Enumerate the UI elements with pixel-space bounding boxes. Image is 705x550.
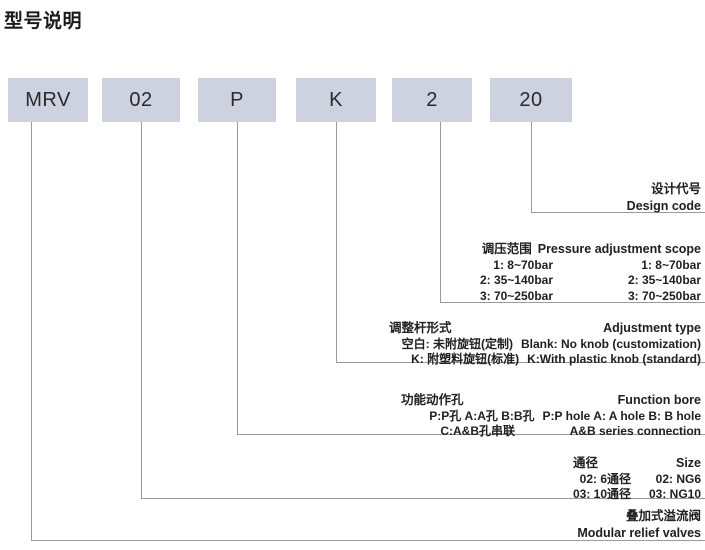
label-function-bore-en: Function bore [617,393,701,407]
code-box-knob[interactable]: K [296,78,376,122]
label-adjustment-type: 调整杆形式 Adjustment type 空白: 未附旋钮(定制) Blank… [389,320,701,368]
function-bore-en-1: A&B series connection [569,424,701,439]
size-cn-1: 03: 10通径 [572,487,631,502]
adjustment-type-en-0: Blank: No knob (customization) [521,336,701,351]
label-function-bore: 功能动作孔 Function bore P:P孔 A:A孔 B:B孔 P:P h… [401,392,701,440]
label-adjustment-type-row-0: 空白: 未附旋钮(定制) Blank: No knob (customizati… [389,337,701,353]
label-size: 通径 Size 02: 6通径 02: NG6 03: 10通径 03: NG1… [573,455,701,503]
label-design-code-cn: 设计代号 [650,182,701,196]
label-pressure-scope-head: 调压范围 Pressure adjustment scope [480,241,701,258]
code-box-pressure[interactable]: 2 [392,78,472,122]
page-title: 型号说明 [4,11,83,32]
function-bore-cn-1: C:A&B孔串联 [440,424,515,439]
label-pressure-scope: 调压范围 Pressure adjustment scope 1: 8~70bar… [480,241,701,305]
label-design-code-en: Design code [626,198,701,213]
size-en-1: 03: NG10 [648,487,701,502]
code-box-size[interactable]: 02 [102,78,180,122]
label-modular-relief: 叠加式溢流阀 Modular relief valves [577,508,701,541]
function-bore-en-0: P:P hole A: A hole B: B hole [542,408,701,423]
function-bore-cn-0: P:P孔 A:A孔 B:B孔 [429,408,535,423]
label-size-row-0: 02: 6通径 02: NG6 [573,472,701,488]
label-pressure-scope-cn: 调压范围 [481,242,532,256]
label-pressure-scope-row-1: 2: 35~140bar 2: 35~140bar [480,273,701,289]
code-box-design-code[interactable]: 20 [490,78,572,122]
pressure-scope-en-1: 2: 35~140bar [627,273,701,288]
pressure-scope-cn-2: 3: 70~250bar [479,289,553,304]
label-function-bore-head: 功能动作孔 Function bore [401,392,701,409]
adjustment-type-cn-0: 空白: 未附旋钮(定制) [401,336,513,351]
label-size-en: Size [675,456,701,470]
code-box-series[interactable]: MRV [8,78,88,122]
label-pressure-scope-en: Pressure adjustment scope [537,242,701,256]
label-adjustment-type-en: Adjustment type [603,321,701,335]
size-cn-0: 02: 6通径 [579,471,631,486]
label-size-cn: 通径 [573,456,599,470]
label-modular-relief-en: Modular relief valves [577,525,701,540]
code-box-function[interactable]: P [198,78,276,122]
pressure-scope-cn-0: 1: 8~70bar [493,257,553,272]
pressure-scope-en-0: 1: 8~70bar [641,257,701,272]
adjustment-type-cn-1: K: 附塑料旋钮(标准) [411,352,520,367]
label-size-head: 通径 Size [573,455,701,472]
label-adjustment-type-row-1: K: 附塑料旋钮(标准) K:With plastic knob (standa… [389,352,701,368]
label-size-row-1: 03: 10通径 03: NG10 [573,487,701,503]
label-function-bore-cn: 功能动作孔 [401,393,464,407]
label-adjustment-type-head: 调整杆形式 Adjustment type [389,320,701,337]
label-modular-relief-cn: 叠加式溢流阀 [625,509,701,523]
label-pressure-scope-row-0: 1: 8~70bar 1: 8~70bar [480,258,701,274]
label-adjustment-type-cn: 调整杆形式 [389,321,452,335]
leader-size [141,122,705,499]
label-function-bore-row-0: P:P孔 A:A孔 B:B孔 P:P hole A: A hole B: B h… [401,409,701,425]
pressure-scope-cn-1: 2: 35~140bar [479,273,553,288]
label-design-code: 设计代号 Design code [627,181,701,214]
adjustment-type-en-1: K:With plastic knob (standard) [527,352,701,367]
pressure-scope-en-2: 3: 70~250bar [627,289,701,304]
label-function-bore-row-1: C:A&B孔串联 A&B series connection [401,424,701,440]
size-en-0: 02: NG6 [655,471,701,486]
label-pressure-scope-row-2: 3: 70~250bar 3: 70~250bar [480,289,701,305]
